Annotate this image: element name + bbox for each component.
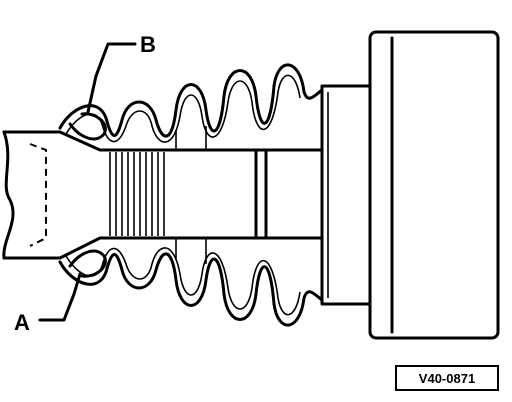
clamp-b — [68, 112, 107, 141]
joint-housing — [320, 30, 500, 340]
shaft-splines — [109, 152, 165, 236]
drive-shaft — [2, 130, 324, 260]
figure-code-box: V40-0871 — [395, 365, 499, 391]
leader-line-b — [86, 42, 137, 114]
leader-line-a — [38, 272, 82, 322]
clamp-a — [68, 249, 107, 278]
label-a: A — [14, 310, 30, 335]
figure-code: V40-0871 — [419, 371, 475, 386]
protective-boot — [58, 63, 324, 327]
label-b: B — [140, 32, 156, 57]
